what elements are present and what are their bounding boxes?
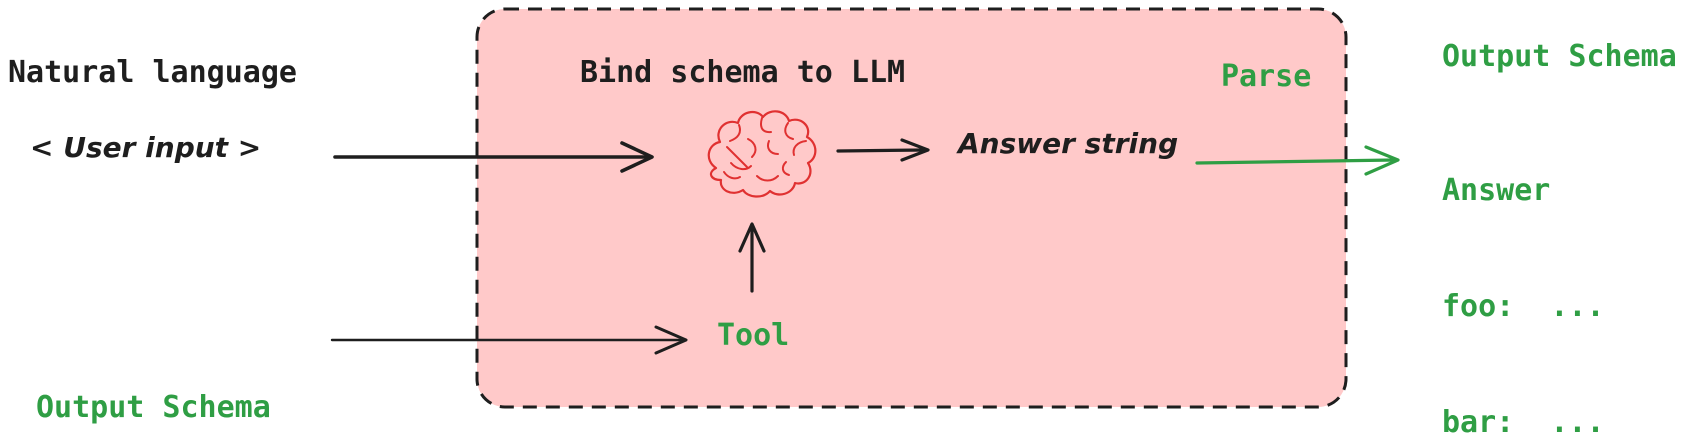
output-schema-line: Answer xyxy=(1442,173,1551,208)
answer-string-label: Answer string xyxy=(958,127,1179,160)
brain-icon xyxy=(707,110,817,198)
tool-to-llm-arrow xyxy=(738,222,766,293)
output-schema-line: foo: ... xyxy=(1442,289,1605,324)
output-schema-block: Answer foo: ... bar: ... xyxy=(1442,95,1605,443)
user-input-text: < User input > xyxy=(30,131,262,164)
bind-schema-label: Bind schema to LLM xyxy=(580,55,906,90)
input-schema-block: Output Schema foo: ... bar: ... xyxy=(36,312,271,443)
output-schema-title: Output Schema xyxy=(1442,39,1677,74)
parse-label: Parse xyxy=(1221,59,1312,94)
llm-to-answer-arrow xyxy=(836,138,930,162)
input-schema-title: Output Schema xyxy=(36,390,271,425)
tool-label: Tool xyxy=(717,318,790,353)
llm-boundary-box xyxy=(475,7,1348,409)
natural-language-title: Natural language xyxy=(8,55,297,90)
schema-to-tool-arrow xyxy=(330,325,688,355)
parse-output-arrow xyxy=(1195,145,1400,176)
output-schema-line: bar: ... xyxy=(1442,405,1605,440)
user-input-arrow xyxy=(333,141,654,173)
